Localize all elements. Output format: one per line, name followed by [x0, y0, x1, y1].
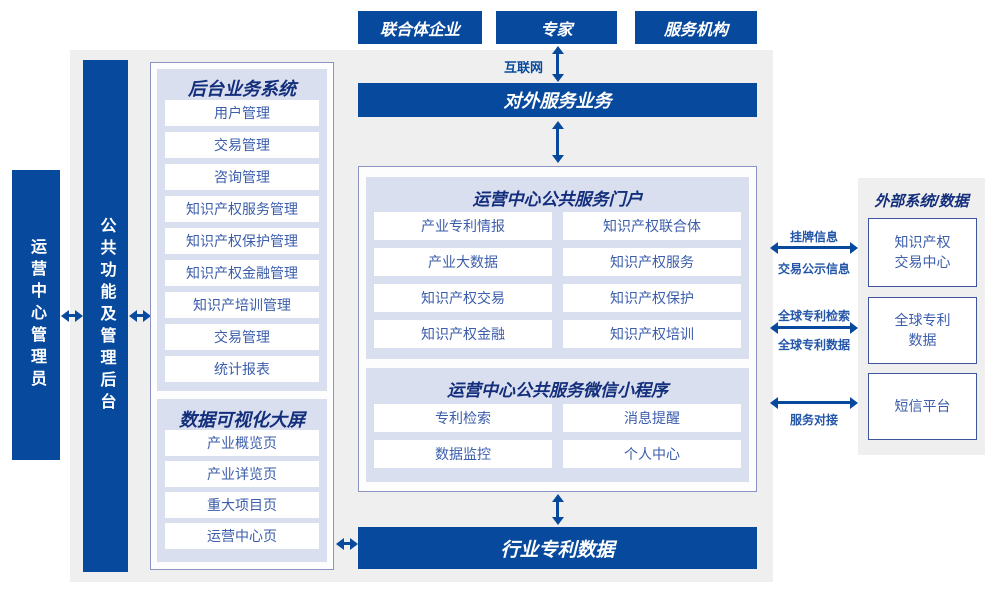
backend-item: 知识产培训管理 [165, 292, 319, 318]
external-box-line: 短信平台 [894, 397, 951, 414]
arrow-global-patent-icon [778, 326, 850, 329]
external-box-line: 全球专利 [894, 311, 951, 328]
external-box-global-patent-data: 全球专利 数据 [868, 297, 977, 364]
backend-system-panel: 后台业务系统 用户管理 交易管理 咨询管理 知识产权服务管理 知识产权保护管理 … [157, 69, 327, 391]
admin-vertical-bar: 运营中心管理员 [12, 170, 60, 460]
actor-service-org-label: 服务机构 [663, 21, 728, 39]
arrow-portal-to-patent-data-icon [556, 502, 559, 517]
actor-service-organization: 服务机构 [635, 11, 757, 44]
portal-item: 知识产权服务 [563, 248, 741, 276]
backend-item: 用户管理 [165, 100, 319, 126]
portal-title: 运营中心公共服务门户 [472, 190, 643, 209]
portal-item: 知识产权交易 [374, 284, 552, 312]
industry-patent-data-bar: 行业专利数据 [358, 527, 757, 569]
arrow-internet-vertical-icon [556, 54, 559, 74]
dashboard-panel: 数据可视化大屏 产业概览页 产业详览页 重大项目页 运营中心页 [157, 399, 327, 562]
miniprogram-item: 数据监控 [374, 440, 552, 468]
backend-item: 统计报表 [165, 356, 319, 382]
dashboard-item: 运营中心页 [165, 523, 319, 549]
portal-item: 知识产权联合体 [563, 212, 741, 240]
dashboard-item: 产业概览页 [165, 430, 319, 456]
external-panel-title: 外部系统/数据 [874, 193, 969, 210]
link-label-service-connect: 服务对接 [789, 413, 838, 427]
external-service-bar: 对外服务业务 [358, 83, 757, 117]
dashboard-item: 重大项目页 [165, 492, 319, 518]
miniprogram-title: 运营中心公共服务微信小程序 [447, 381, 668, 400]
actor-consortium-enterprise: 联合体企业 [358, 11, 482, 44]
arrow-admin-to-backend-icon [69, 314, 75, 317]
miniprogram-item: 个人中心 [563, 440, 741, 468]
external-service-label: 对外服务业务 [503, 91, 612, 111]
backend-item: 咨询管理 [165, 164, 319, 190]
link-label-listing-info: 挂牌信息 [789, 230, 838, 244]
portal-panel: 运营中心公共服务门户 产业专利情报 知识产权联合体 产业大数据 知识产权服务 知… [366, 177, 749, 359]
external-box-line: 数据 [908, 331, 937, 348]
backend-item: 知识产权服务管理 [165, 196, 319, 222]
link-label-trade-publicity: 交易公示信息 [777, 262, 850, 276]
admin-label: 运营中心管理员 [28, 238, 45, 392]
miniprogram-panel: 运营中心公共服务微信小程序 专利检索 消息提醒 数据监控 个人中心 [366, 368, 749, 482]
link-label-global-patent-data: 全球专利数据 [777, 338, 850, 352]
backend-mgmt-vertical-bar: 公共功能及管理后台 [83, 60, 128, 572]
dashboard-title: 数据可视化大屏 [179, 410, 305, 430]
external-box-sms-platform: 短信平台 [868, 373, 977, 440]
miniprogram-item: 消息提醒 [563, 404, 741, 432]
actor-consortium-label: 联合体企业 [379, 21, 460, 39]
portal-item: 知识产权金融 [374, 320, 552, 348]
actor-expert: 专家 [496, 11, 617, 44]
portal-item: 产业大数据 [374, 248, 552, 276]
portal-item: 知识产权培训 [563, 320, 741, 348]
link-label-global-patent-search: 全球专利检索 [777, 309, 850, 323]
dashboard-item: 产业详览页 [165, 461, 319, 487]
actor-expert-label: 专家 [540, 21, 573, 39]
backend-item: 知识产权金融管理 [165, 260, 319, 286]
external-box-line: 知识产权 [894, 233, 951, 250]
portal-item: 产业专利情报 [374, 212, 552, 240]
internet-label: 互联网 [503, 60, 543, 75]
external-box-ip-trade-center: 知识产权 交易中心 [868, 218, 977, 287]
industry-patent-data-label: 行业专利数据 [500, 539, 615, 561]
arrow-dashboard-to-patent-data-icon [344, 542, 350, 545]
backend-system-title: 后台业务系统 [188, 79, 296, 99]
portal-item: 知识产权保护 [563, 284, 741, 312]
arrow-trade-center-icon [778, 246, 850, 249]
backend-item: 交易管理 [165, 132, 319, 158]
arrow-sms-service-icon [778, 401, 850, 404]
miniprogram-item: 专利检索 [374, 404, 552, 432]
arrow-service-to-portal-icon [556, 129, 559, 155]
backend-mgmt-label: 公共功能及管理后台 [97, 217, 115, 415]
arrow-backend-to-system-icon [137, 314, 143, 317]
external-box-line: 交易中心 [894, 253, 951, 270]
backend-item: 知识产权保护管理 [165, 228, 319, 254]
backend-item: 交易管理 [165, 324, 319, 350]
external-systems-panel: 外部系统/数据 知识产权 交易中心 全球专利 数据 短信平台 [858, 178, 985, 455]
